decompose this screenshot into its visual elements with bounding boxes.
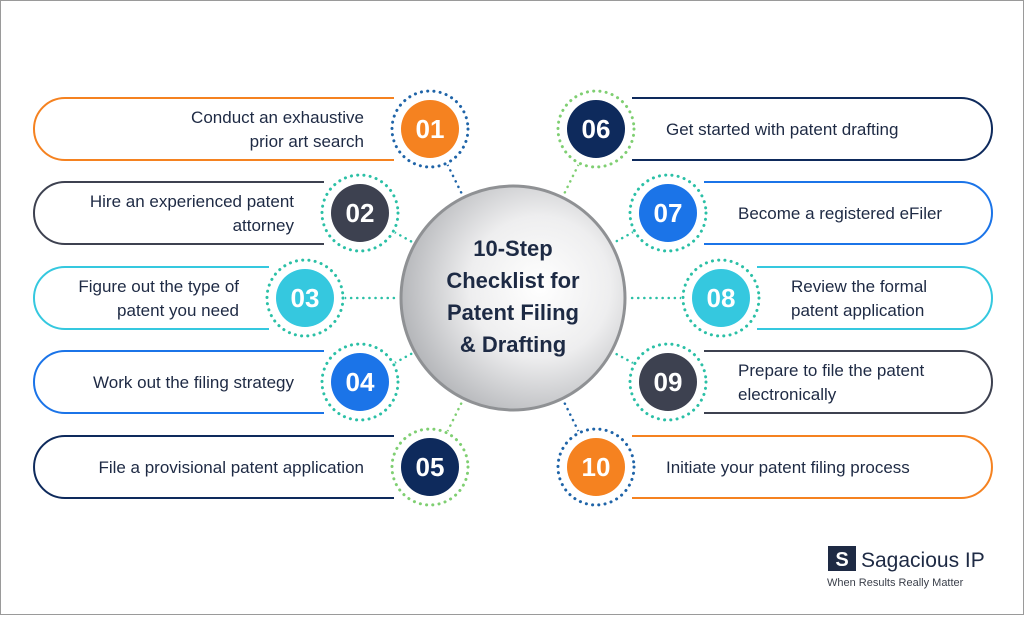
step-08-dotted-ring: [681, 258, 761, 338]
logo-name: Sagacious IP: [861, 549, 985, 572]
step-10-dotted-ring: [556, 427, 636, 507]
step-09-label-line-2: electronically: [738, 385, 837, 404]
logo-tagline: When Results Really Matter: [827, 577, 964, 589]
step-03-label-line-2: patent you need: [117, 301, 239, 320]
sagacious-logo: S Sagacious IP When Results Really Matte…: [827, 546, 985, 589]
step-02: 02 Hire an experienced patent attorney: [33, 173, 400, 253]
step-01-connector: [446, 163, 464, 197]
step-08-number: 08: [707, 283, 736, 313]
step-04-badge: [331, 353, 389, 411]
step-01-pill: [33, 97, 394, 161]
step-02-number: 02: [346, 198, 375, 228]
step-09-pill: [704, 350, 993, 414]
step-03-pill: [33, 266, 269, 330]
logo-mark-icon: [828, 546, 856, 571]
step-02-badge: [331, 184, 389, 242]
step-01: 01 Conduct an exhaustive prior art search: [33, 89, 470, 169]
step-08-pill: [757, 266, 993, 330]
step-09: 09 Prepare to file the patent electronical…: [628, 342, 993, 422]
step-07-dotted-ring: [628, 173, 708, 253]
step-06-label-line-1: Get started with patent drafting: [666, 120, 898, 139]
step-02-label-line-2: attorney: [233, 216, 295, 235]
step-03-dotted-ring: [265, 258, 345, 338]
step-05-pill: [33, 435, 394, 499]
step-07-number: 07: [654, 198, 683, 228]
step-01-label-line-1: Conduct an exhaustive: [191, 108, 364, 127]
center-title-line-2: Checklist for: [446, 268, 580, 293]
step-04-dotted-ring: [320, 342, 400, 422]
step-10-label-line-1: Initiate your patent filing process: [666, 458, 910, 477]
step-07-connector: [611, 230, 635, 245]
center-title-line-4: & Drafting: [460, 332, 566, 357]
step-10-pill: [632, 435, 993, 499]
step-05-connector: [446, 399, 464, 433]
center-title-line-3: Patent Filing: [447, 300, 579, 325]
step-01-number: 01: [416, 114, 445, 144]
step-02-label-line-1: Hire an experienced patent: [90, 192, 294, 211]
step-05-badge: [401, 438, 459, 496]
step-01-dotted-ring: [390, 89, 470, 169]
step-08-badge: [692, 269, 750, 327]
step-04-connector: [393, 351, 415, 364]
step-06-dotted-ring: [556, 89, 636, 169]
step-09-connector: [611, 351, 635, 365]
center-title-line-1: 10-Step: [473, 236, 552, 261]
step-09-dotted-ring: [628, 342, 708, 422]
step-06-connector: [562, 163, 580, 197]
step-07-label-line-1: Become a registered eFiler: [738, 204, 942, 223]
step-06-pill: [632, 97, 993, 161]
step-04-number: 04: [346, 367, 375, 397]
step-04-label-line-1: Work out the filing strategy: [93, 373, 294, 392]
step-09-badge: [639, 353, 697, 411]
step-03: 03 Figure out the type of patent you need: [33, 258, 345, 338]
step-01-badge: [401, 100, 459, 158]
step-07-pill: [704, 181, 993, 245]
step-08-label-line-2: patent application: [791, 301, 924, 320]
step-04: 04 Work out the filing strategy: [33, 342, 400, 422]
step-02-pill: [33, 181, 324, 245]
step-03-badge: [276, 269, 334, 327]
step-10-badge: [567, 438, 625, 496]
step-07-badge: [639, 184, 697, 242]
step-05: 05 File a provisional patent application: [33, 427, 470, 507]
step-05-dotted-ring: [390, 427, 470, 507]
step-05-label-line-1: File a provisional patent application: [98, 458, 364, 477]
step-08: 08 Review the formal patent application: [681, 258, 993, 338]
step-10-connector: [562, 399, 580, 433]
step-02-dotted-ring: [320, 173, 400, 253]
step-03-number: 03: [291, 283, 320, 313]
step-06-number: 06: [582, 114, 611, 144]
step-09-number: 09: [654, 367, 683, 397]
step-02-connector: [393, 231, 415, 244]
logo-mark-letter: S: [835, 549, 848, 571]
connector-lines: [343, 163, 683, 433]
step-05-number: 05: [416, 452, 445, 482]
step-09-label-line-1: Prepare to file the patent: [738, 361, 924, 380]
step-06-badge: [567, 100, 625, 158]
step-10: 10 Initiate your patent filing process: [556, 427, 993, 507]
step-08-label-line-1: Review the formal: [791, 277, 927, 296]
step-06: 06 Get started with patent drafting: [556, 89, 993, 169]
step-04-pill: [33, 350, 324, 414]
step-03-label-line-1: Figure out the type of: [78, 277, 239, 296]
center-circle: 10-Step Checklist for Patent Filing & Dr…: [399, 184, 627, 412]
step-01-label-line-2: prior art search: [250, 132, 364, 151]
step-10-number: 10: [582, 452, 611, 482]
step-07: 07 Become a registered eFiler: [628, 173, 993, 253]
